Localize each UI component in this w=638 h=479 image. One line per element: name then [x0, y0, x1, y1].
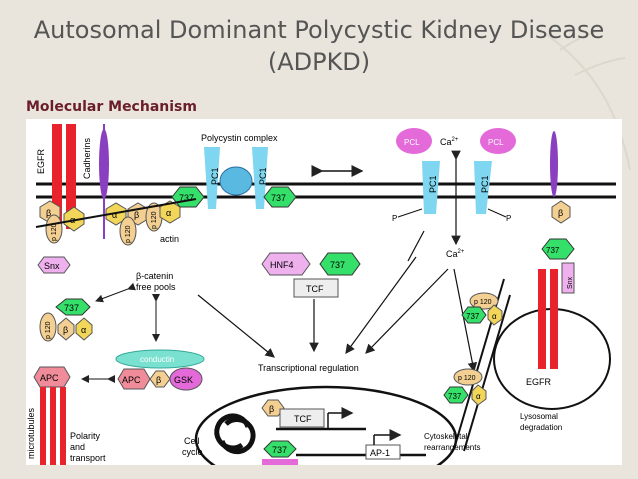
svg-text:PC1: PC1 [210, 167, 220, 185]
svg-text:β: β [558, 208, 563, 218]
slide-title: Autosomal Dominant Polycystic Kidney Dis… [0, 14, 638, 78]
lysosomal-label: Lysosomal [520, 412, 558, 421]
title-line-2: (ADPKD) [267, 48, 371, 76]
nucleus: β TCF 737 AP-1 [194, 385, 458, 479]
actin-filament [35, 198, 197, 228]
cytoskeletal-cluster: p 120 737 α p 120 737 α [443, 278, 511, 452]
egfr-label: EGFR [36, 148, 46, 174]
svg-text:p 120: p 120 [45, 321, 52, 339]
svg-text:HNF4: HNF4 [270, 260, 294, 270]
svg-text:α: α [492, 312, 497, 321]
slide-subtitle: Molecular Mechanism [26, 99, 197, 115]
pc1-channel-left: PC1 PC1 [204, 147, 268, 209]
svg-text:737: 737 [448, 392, 462, 401]
svg-text:p 120: p 120 [151, 211, 158, 229]
svg-text:737: 737 [466, 312, 480, 321]
svg-text:α: α [112, 210, 117, 220]
egfr-receptor [52, 124, 76, 229]
svg-text:737: 737 [272, 445, 287, 455]
protein-737-membrane-left: 737 [171, 186, 205, 208]
svg-text:APC: APC [122, 375, 141, 385]
transport-label: transport [70, 453, 106, 463]
pc1-channel-right: PC1 PC1 [422, 161, 492, 214]
svg-text:α: α [81, 325, 86, 335]
svg-text:β: β [156, 375, 161, 385]
diagram-svg: EGFR Cadherins β p 120 α α β p 120 p 120… [26, 124, 616, 479]
tcf-label-middle: TCF [306, 284, 324, 294]
svg-text:p 120: p 120 [51, 223, 58, 241]
and-label: and [70, 442, 85, 452]
svg-text:conductin: conductin [140, 355, 174, 364]
destruction-complex: conductin APC β GSK [115, 349, 205, 391]
phospho-left: P [392, 214, 397, 223]
arrow-pools-left [95, 282, 136, 303]
title-line-1: Autosomal Dominant Polycystic Kidney Dis… [33, 16, 605, 44]
svg-text:β: β [46, 208, 51, 218]
protein-737-membrane-right: 737 [263, 186, 297, 208]
arrow-ca-transcription-1 [345, 256, 417, 354]
pcl-right: PCL [480, 128, 516, 154]
svg-text:APC: APC [40, 373, 59, 383]
svg-text:α: α [476, 392, 481, 401]
cadherin-right: β [550, 131, 571, 224]
degradation-label: degradation [520, 423, 562, 432]
svg-text:PCL: PCL [488, 138, 504, 147]
svg-text:737: 737 [64, 303, 79, 313]
svg-text:β: β [134, 210, 139, 220]
arrow-ca-transcription-2 [365, 268, 449, 354]
calcium-mid-label: Ca2+ [446, 249, 465, 259]
svg-text:TCF: TCF [294, 414, 312, 424]
free-pools-label: free pools [136, 282, 176, 292]
svg-text:AP-1: AP-1 [370, 448, 390, 458]
svg-text:GSK: GSK [174, 375, 193, 385]
phospho-right: P [506, 214, 511, 223]
snx-left: Snx [37, 256, 71, 274]
hnf4-node: HNF4 [261, 252, 311, 276]
svg-text:737: 737 [271, 193, 286, 203]
svg-text:PC1: PC1 [480, 175, 490, 193]
protein-737-middle: 737 [319, 252, 361, 276]
svg-text:737: 737 [546, 246, 560, 255]
svg-text:737: 737 [330, 260, 345, 270]
svg-text:p 120: p 120 [474, 299, 492, 306]
pcl-left: PCL [396, 128, 432, 154]
svg-text:p 120: p 120 [458, 375, 476, 382]
polycystin-complex-label: Polycystin complex [201, 133, 278, 143]
beta-catenin-label: β-catenin [136, 271, 173, 281]
arrow-pools-transcription [197, 294, 275, 358]
cadherin-receptor [99, 124, 109, 239]
svg-text:p 120: p 120 [125, 225, 132, 243]
mechanism-diagram: EGFR Cadherins β p 120 α α β p 120 p 120… [26, 119, 622, 479]
svg-text:α: α [166, 208, 171, 218]
svg-text:PC1: PC1 [258, 167, 268, 185]
egfr-right-label: EGFR [526, 377, 552, 387]
svg-text:β: β [63, 325, 68, 335]
cell-label: Cell [184, 436, 200, 446]
cadherins-label: Cadherins [82, 137, 92, 179]
svg-text:PCL: PCL [404, 138, 420, 147]
cell-membrane [36, 182, 616, 199]
microtubules-label: microtubules [26, 407, 36, 459]
free-pool-cluster: 737 p 120 β α [39, 298, 93, 342]
line-p-left [407, 230, 425, 262]
apc-microtubule-node: APC [33, 366, 71, 465]
polarity-label: Polarity [70, 431, 101, 441]
transcriptional-regulation-label: Transcriptional regulation [258, 363, 359, 373]
svg-text:737: 737 [179, 193, 194, 203]
cycle-label: cycle [182, 447, 203, 457]
lysosome: 737 Snx [493, 238, 611, 410]
calcium-top-label: Ca2+ [440, 137, 459, 147]
svg-text:Snx: Snx [567, 276, 574, 289]
svg-text:Snx: Snx [44, 261, 60, 271]
cytoskeletal-label: Cytoskeletal [424, 432, 468, 441]
rearrangements-label: rearrangements [424, 443, 480, 452]
tcf-box-middle [293, 278, 339, 298]
actin-label: actin [160, 234, 179, 244]
arrow-ca-cytoskeleton [453, 268, 478, 373]
svg-text:PC1: PC1 [428, 175, 438, 193]
svg-text:β: β [269, 404, 274, 414]
